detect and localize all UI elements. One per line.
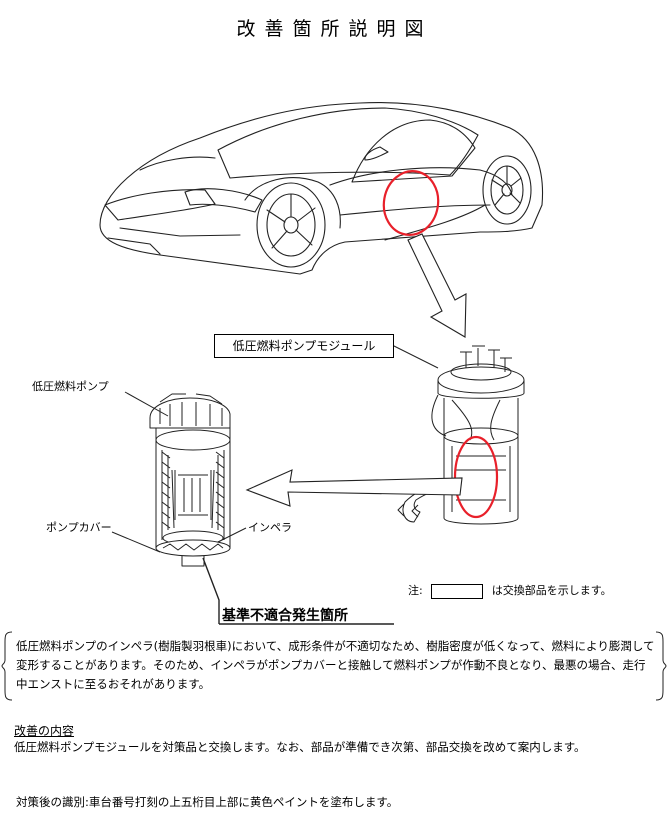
defect-description: 低圧燃料ポンプのインペラ(樹脂製羽根車)において、成形条件が不適切なため、樹脂密…	[16, 639, 655, 691]
note-suffix: は交換部品を示します。	[491, 584, 612, 597]
leader-impeller	[217, 527, 247, 543]
car-illustration	[99, 102, 544, 275]
left-bracket	[1, 631, 13, 701]
impeller-label: インペラ	[248, 521, 292, 534]
note-prefix: 注:	[408, 584, 423, 597]
right-bracket	[655, 631, 667, 701]
leader-module	[391, 344, 439, 369]
leader-pump-cover	[111, 531, 161, 553]
highlight-circle-module	[453, 435, 499, 519]
identification-text: 対策後の識別:車台番号打刻の上五桁目上部に黄色ペイントを塗布します。	[16, 795, 399, 809]
remedy-heading: 改善の内容	[14, 724, 75, 738]
pump-label: 低圧燃料ポンプ	[32, 380, 109, 393]
arrow-module-to-pump	[245, 469, 463, 507]
page-title: 改善箇所説明図	[236, 18, 433, 40]
fuel-pump-illustration	[149, 393, 231, 567]
fuel-pump-module-illustration	[397, 345, 525, 525]
legend-note: 注: は交換部品を示します。	[408, 582, 612, 599]
highlight-circle-car	[382, 170, 440, 236]
pump-cover-label: ポンプカバー	[46, 521, 112, 534]
defect-location-label: 基準不適合発生箇所	[222, 608, 348, 624]
module-label: 低圧燃料ポンプモジュール	[214, 334, 394, 358]
leader-pump	[124, 391, 169, 417]
remedy-text: 低圧燃料ポンプモジュールを対策品と交換します。なお、部品が準備でき次第、部品交換…	[14, 740, 586, 754]
replacement-part-swatch	[431, 583, 484, 599]
leader-defect	[202, 557, 220, 624]
arrow-car-to-module	[407, 233, 467, 338]
